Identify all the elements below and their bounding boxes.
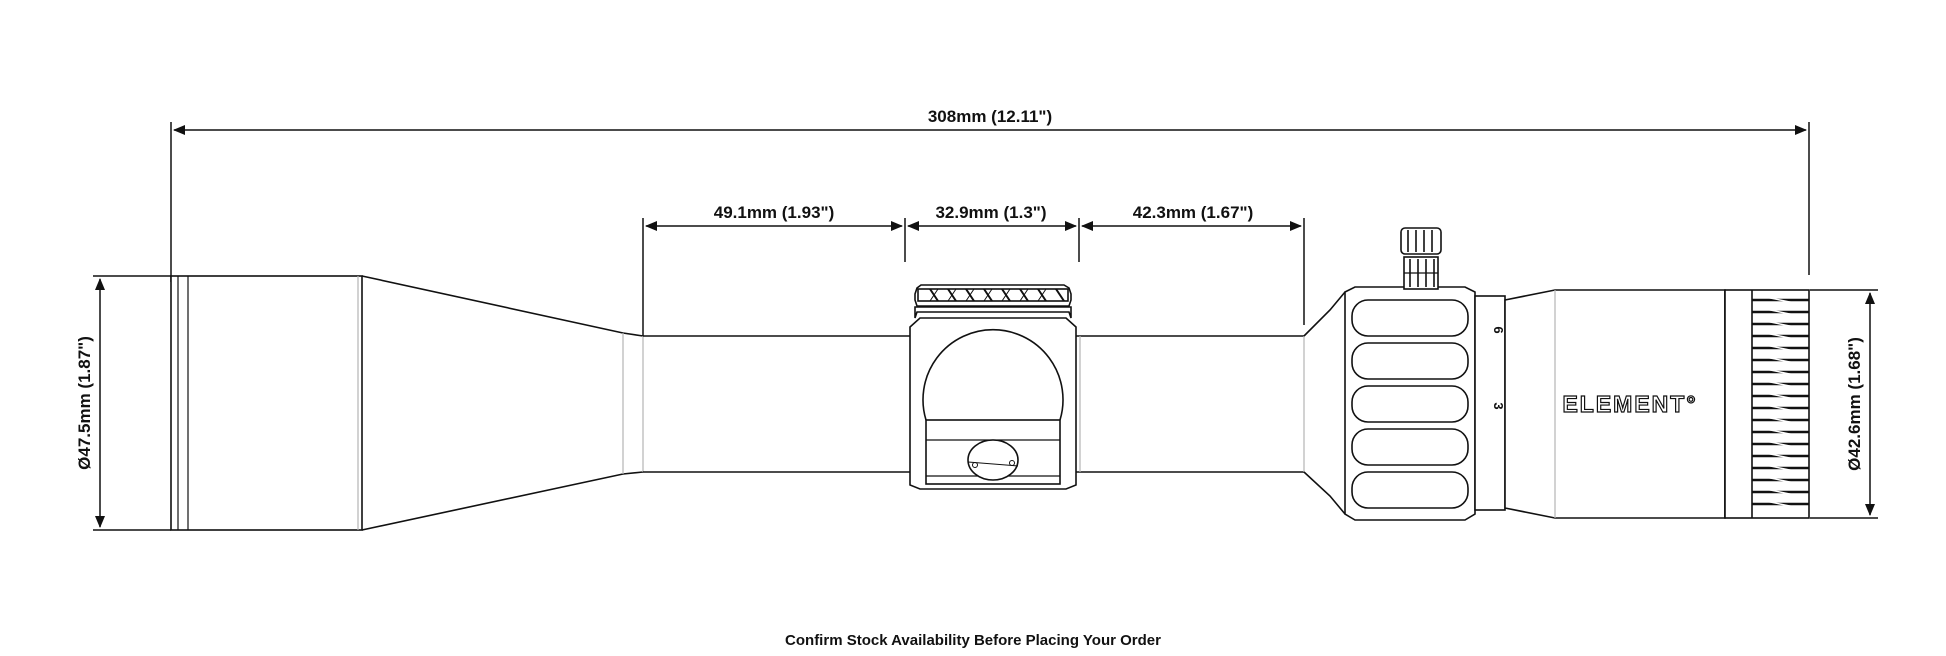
overall-length-dimension: 308mm (12.11") <box>170 107 1810 282</box>
scope-body <box>170 227 1810 531</box>
eyepiece-diameter-dimension: Ø42.6mm (1.68") <box>1810 289 1878 519</box>
power-selector-ring <box>1344 286 1506 521</box>
section-length-label-2: 32.9mm (1.3") <box>935 203 1046 222</box>
magnification-mark-low: 3 <box>1491 402 1506 409</box>
throw-lever-knob <box>1400 227 1442 290</box>
main-tube-rear <box>1076 291 1346 515</box>
diopter-ring <box>1724 289 1810 519</box>
objective-bell <box>170 275 644 531</box>
objective-diameter-dimension: Ø47.5mm (1.87") <box>75 275 171 531</box>
scope-dimension-drawing: 308mm (12.11") 49.1mm (1.93") 32.9mm (1.… <box>75 107 1878 531</box>
magnification-mark-high: 6 <box>1491 326 1506 333</box>
magnification-marks: 6 3 <box>1491 326 1506 409</box>
overall-length-label: 308mm (12.11") <box>928 107 1052 126</box>
objective-diameter-label: Ø47.5mm (1.87") <box>75 336 94 470</box>
brand-logo-text: ELEMENT° <box>1562 391 1697 417</box>
section-length-label-1: 49.1mm (1.93") <box>714 203 835 222</box>
main-tube-front <box>643 335 910 473</box>
section-dimensions: 49.1mm (1.93") 32.9mm (1.3") 42.3mm (1.6… <box>642 203 1305 336</box>
stock-availability-note: Confirm Stock Availability Before Placin… <box>785 632 1161 649</box>
eyepiece-diameter-label: Ø42.6mm (1.68") <box>1845 337 1864 471</box>
elevation-turret <box>914 284 1072 319</box>
section-length-label-3: 42.3mm (1.67") <box>1133 203 1254 222</box>
turret-housing <box>909 317 1077 490</box>
